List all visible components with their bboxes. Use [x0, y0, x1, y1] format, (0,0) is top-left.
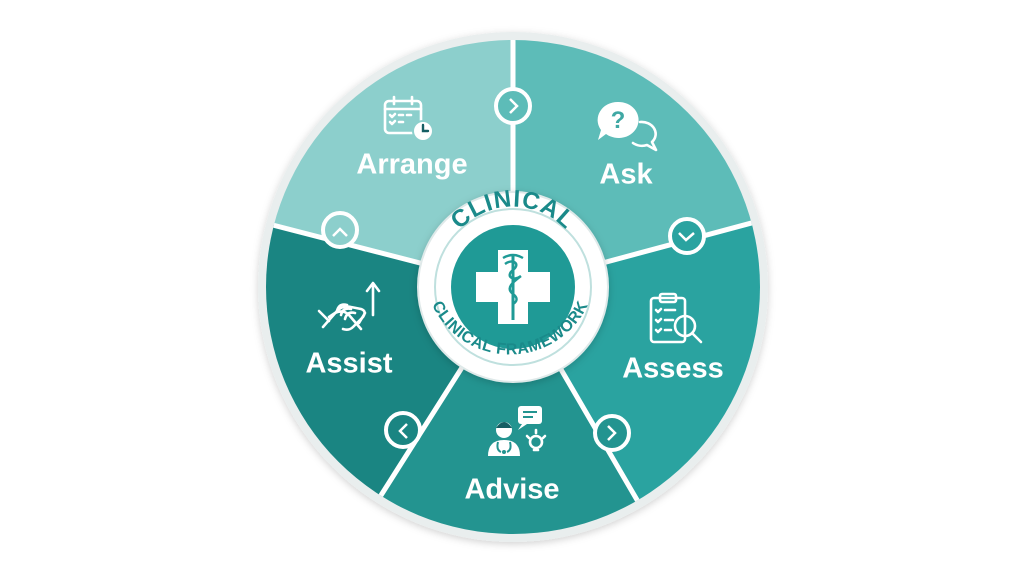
- segment-label-arrange: Arrange: [356, 149, 467, 181]
- svg-text:?: ?: [611, 107, 626, 134]
- segment-label-assist: Assist: [305, 348, 392, 380]
- clipboard-magnifier-icon: [649, 292, 703, 344]
- puzzle-connectors: [321, 87, 706, 452]
- question-chat-bubbles-icon: ?: [597, 101, 658, 152]
- calendar-clock-icon: [383, 95, 434, 142]
- segment-label-advise: Advise: [464, 474, 559, 506]
- segment-label-ask: Ask: [599, 159, 653, 191]
- doctor-speech-lightbulb-icon: [488, 406, 547, 456]
- segment-label-assess: Assess: [622, 353, 724, 385]
- handshake-arrow-icon: [317, 281, 381, 331]
- medical-cross-caduceus-icon: [476, 250, 550, 324]
- hub-guide-ring: [434, 208, 592, 366]
